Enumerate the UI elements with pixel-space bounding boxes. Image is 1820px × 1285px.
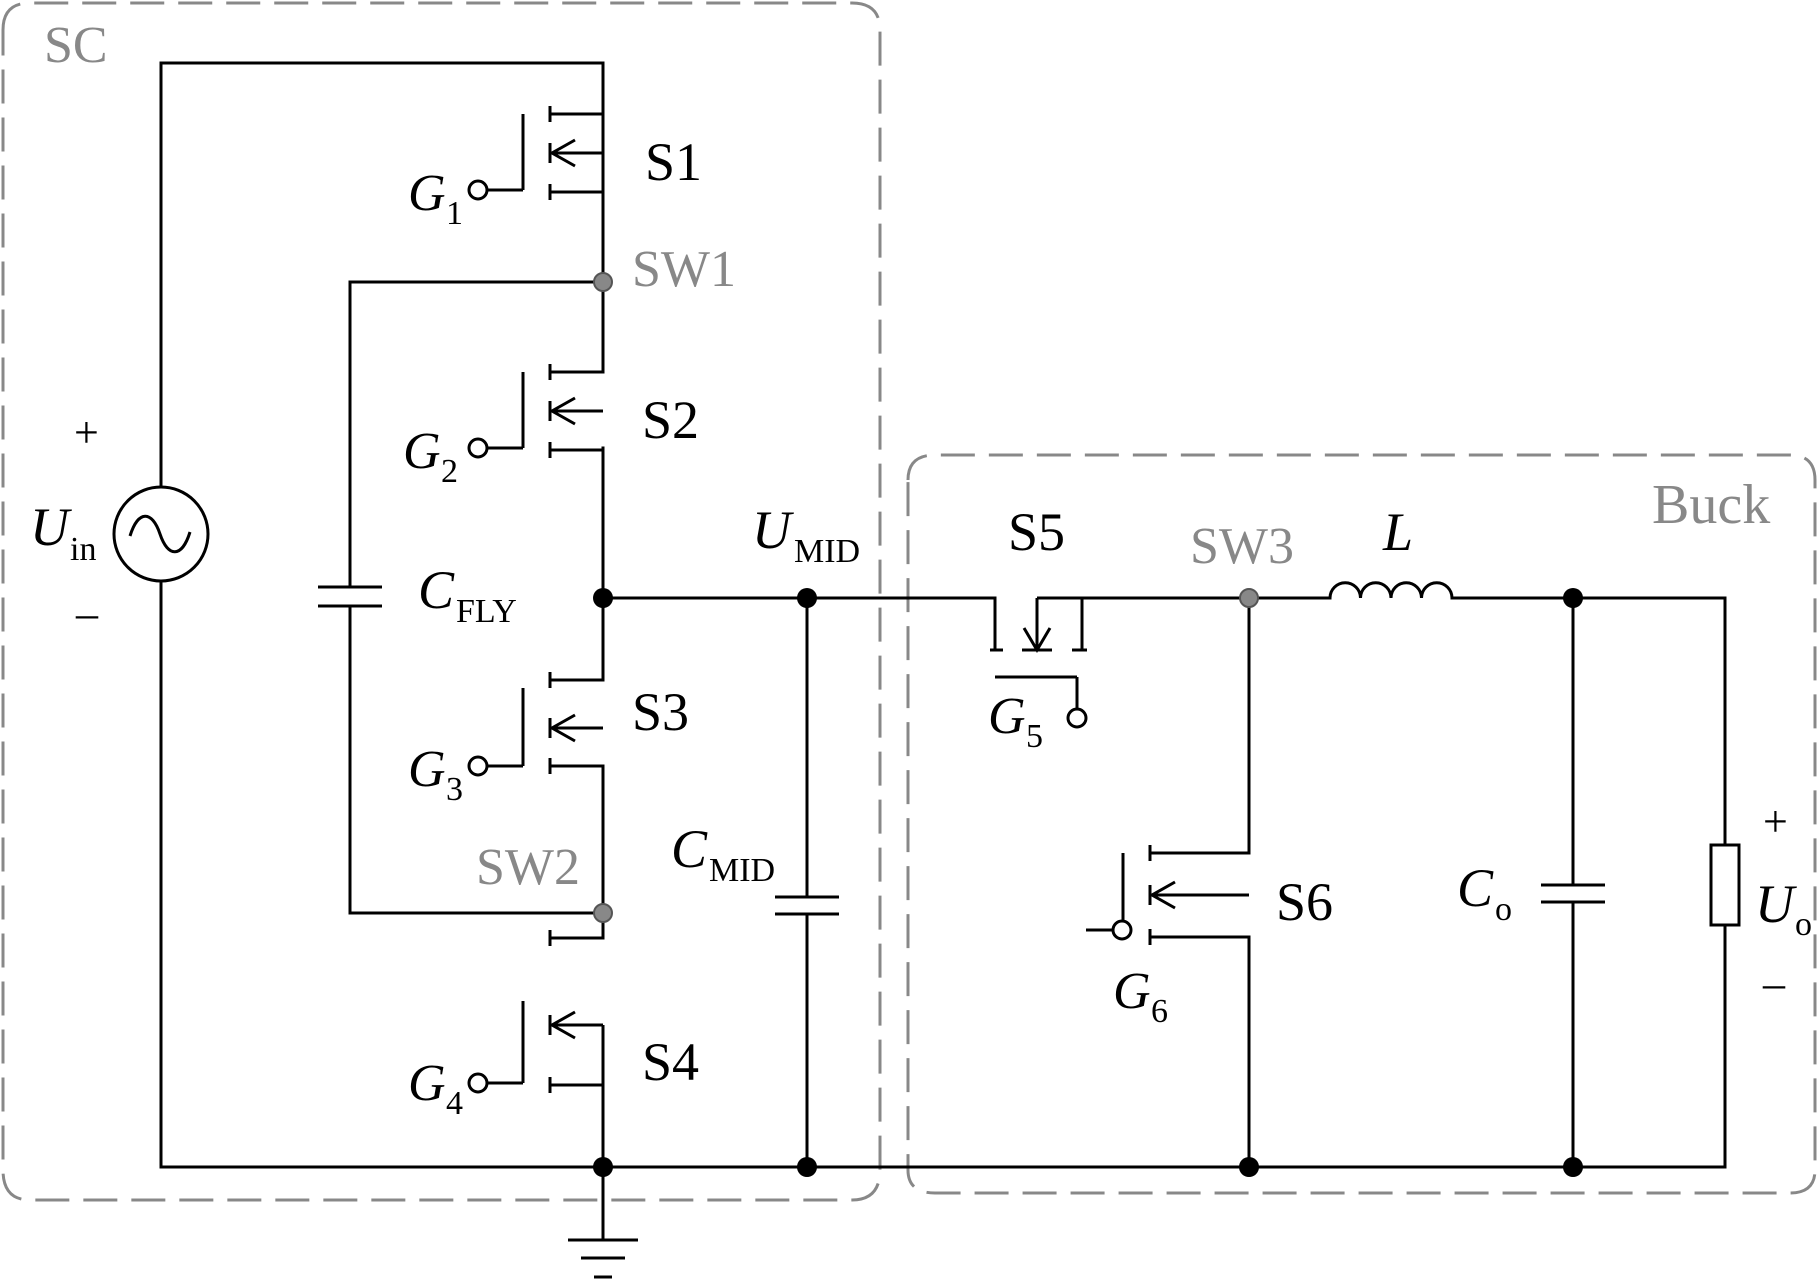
input-wire xyxy=(159,61,605,487)
label-s2: S2 xyxy=(642,390,699,450)
label-s4: S4 xyxy=(642,1032,699,1092)
mosfet-s1 xyxy=(467,106,605,201)
mid-wire xyxy=(601,596,997,652)
label-umid: U MID xyxy=(752,500,860,570)
label-cfly: C FLY xyxy=(418,560,517,630)
mosfet-s3 xyxy=(467,672,603,777)
svg-text:4: 4 xyxy=(446,1085,463,1122)
svg-text:G: G xyxy=(408,741,446,798)
svg-text:in: in xyxy=(70,531,96,568)
svg-text:G: G xyxy=(403,423,441,480)
cfly-wire-bottom xyxy=(348,604,605,915)
label-s1: S1 xyxy=(645,132,702,192)
ground-symbol xyxy=(568,1238,638,1279)
svg-text:3: 3 xyxy=(446,771,463,808)
junction-gnd-stack xyxy=(593,1157,613,1177)
node-sw3-dot xyxy=(1239,588,1259,608)
label-uo: U o xyxy=(1755,874,1812,943)
label-l: L xyxy=(1382,502,1413,562)
label-sw2: SW2 xyxy=(476,839,580,896)
svg-text:U: U xyxy=(752,500,794,560)
label-g4: G 4 xyxy=(408,1055,463,1122)
svg-text:1: 1 xyxy=(446,195,463,232)
svg-text:2: 2 xyxy=(441,453,458,490)
buck-block-outline xyxy=(906,453,1817,1195)
label-co: C o xyxy=(1457,858,1512,928)
label-s5: S5 xyxy=(1008,502,1065,562)
mosfet-s6 xyxy=(1086,845,1249,945)
uin-plus: + xyxy=(74,408,99,457)
label-g6: G 6 xyxy=(1113,963,1168,1030)
label-g5: G 5 xyxy=(988,688,1043,755)
junction-mid-stack xyxy=(593,588,613,608)
svg-text:6: 6 xyxy=(1151,993,1168,1030)
label-g1: G 1 xyxy=(408,165,463,232)
label-s3: S3 xyxy=(632,682,689,742)
svg-text:o: o xyxy=(1495,891,1512,928)
sw3-wire xyxy=(1080,596,1332,652)
svg-text:FLY: FLY xyxy=(456,593,517,630)
label-s6: S6 xyxy=(1276,872,1333,932)
label-sw3: SW3 xyxy=(1190,518,1294,575)
svg-text:G: G xyxy=(988,688,1026,745)
label-g3: G 3 xyxy=(408,741,463,808)
capacitor-co xyxy=(1541,883,1605,904)
input-return-wire xyxy=(159,581,1727,1169)
svg-text:5: 5 xyxy=(1026,718,1043,755)
node-sw1-dot xyxy=(593,272,613,292)
junction-gnd-co xyxy=(1563,1157,1583,1177)
uo-minus: – xyxy=(1762,959,1786,1008)
label-uin: U in xyxy=(30,497,96,568)
buck-label: Buck xyxy=(1652,474,1770,536)
junction-umid xyxy=(797,588,817,608)
svg-text:o: o xyxy=(1795,906,1812,943)
cfly-wire-top xyxy=(348,280,605,589)
s6-drain-wire xyxy=(1201,596,1251,855)
input-source xyxy=(112,485,210,583)
svg-text:G: G xyxy=(1113,963,1151,1020)
node-sw2-dot xyxy=(593,903,613,923)
capacitor-cmid xyxy=(775,895,839,916)
svg-text:MID: MID xyxy=(709,852,775,889)
svg-text:MID: MID xyxy=(794,533,860,570)
uin-minus: – xyxy=(75,589,99,638)
uo-plus: + xyxy=(1763,797,1788,846)
svg-text:U: U xyxy=(30,497,72,557)
junction-gnd-s6 xyxy=(1239,1157,1259,1177)
svg-text:C: C xyxy=(671,819,708,879)
load-resistor xyxy=(1709,843,1741,927)
svg-text:G: G xyxy=(408,165,446,222)
label-g2: G 2 xyxy=(403,423,458,490)
output-wire xyxy=(1450,596,1727,847)
capacitor-cfly xyxy=(318,585,382,608)
svg-text:C: C xyxy=(1457,858,1494,918)
junction-gnd-cmid xyxy=(797,1157,817,1177)
s6-source-wire xyxy=(1201,935,1251,1169)
sc-label: SC xyxy=(44,17,108,74)
mosfet-s4 xyxy=(467,913,605,1094)
svg-text:U: U xyxy=(1755,874,1797,934)
junction-output-top xyxy=(1563,588,1583,608)
mosfet-s2 xyxy=(467,364,603,459)
mosfet-s5 xyxy=(990,598,1088,729)
label-cmid: C MID xyxy=(671,819,775,889)
label-sw1: SW1 xyxy=(632,241,736,298)
sc-block-outline xyxy=(1,1,882,1202)
svg-text:C: C xyxy=(418,560,455,620)
inductor-l xyxy=(1328,581,1454,599)
svg-text:G: G xyxy=(408,1055,446,1112)
